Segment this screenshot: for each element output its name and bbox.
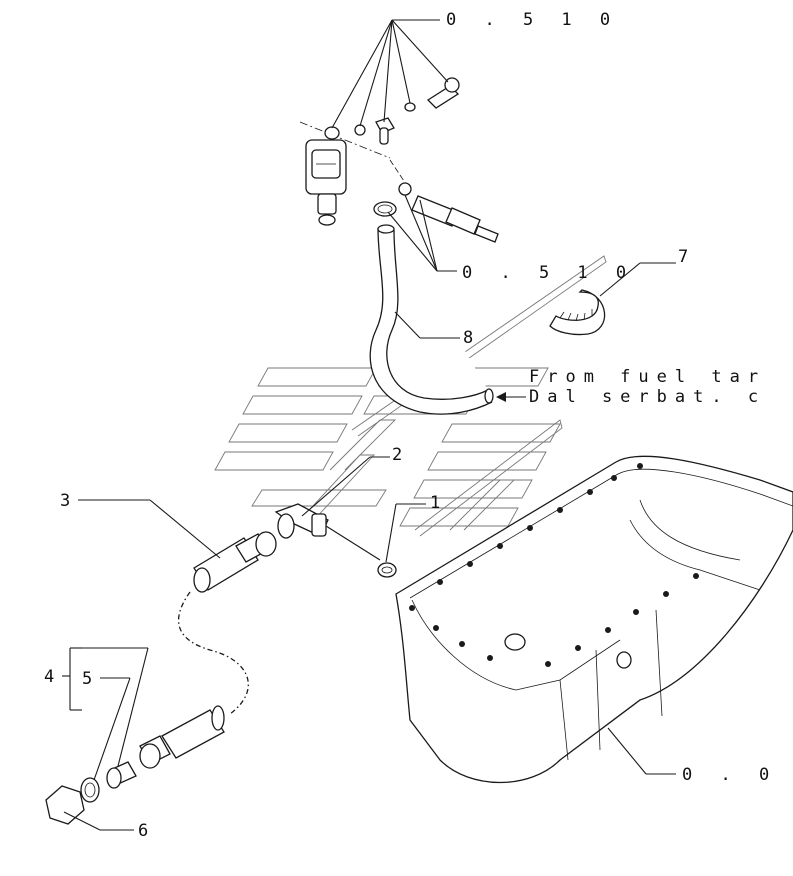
- logo-watermark-icon: [214, 255, 607, 537]
- ref-label-top: 0 . 5 1 0: [446, 10, 619, 30]
- ref-label-mid: 0 . 5 1 0: [462, 263, 635, 283]
- ref-label-sump: 0 . 0 4 2: [682, 765, 793, 785]
- note-dal-serbatoio: Dal serbat. c: [529, 387, 766, 407]
- callout-8: 8: [463, 328, 473, 348]
- oil-sump: [395, 455, 793, 784]
- hose-route-line: [177, 591, 249, 715]
- callout-2: 2: [392, 445, 402, 465]
- callout-3: 3: [60, 491, 70, 511]
- fuel-filter-assembly: [299, 77, 499, 243]
- leader-lines: [62, 19, 676, 831]
- fuel-hose: [369, 224, 494, 415]
- tee-fitting: [274, 503, 397, 578]
- callout-6: 6: [138, 821, 148, 841]
- callout-4: 4: [44, 667, 54, 687]
- note-from-fuel-tank: From fuel tar: [529, 367, 766, 387]
- callout-1: 1: [430, 493, 440, 513]
- hose-clamp: [549, 289, 606, 336]
- flex-hose-end: [193, 531, 277, 593]
- callout-5: 5: [82, 669, 92, 689]
- drain-fittings: [45, 705, 225, 825]
- arrow-left-icon: [496, 392, 526, 402]
- callout-7: 7: [678, 247, 688, 267]
